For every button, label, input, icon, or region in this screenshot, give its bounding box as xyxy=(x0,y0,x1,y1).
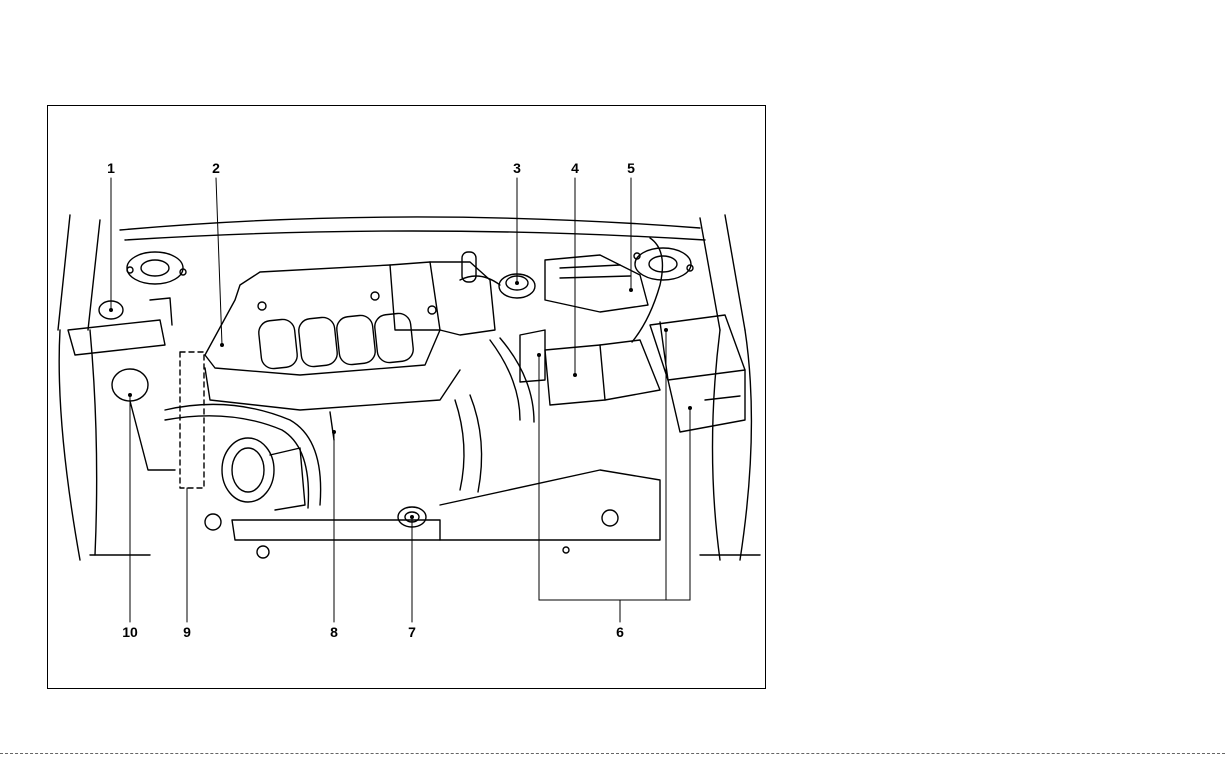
callout-4: 4 xyxy=(571,160,579,176)
callout-8: 8 xyxy=(330,624,338,640)
hoses xyxy=(165,338,534,508)
alternator xyxy=(222,438,305,510)
callout-6: 6 xyxy=(616,624,624,640)
radiator-support xyxy=(205,470,660,558)
callout-7: 7 xyxy=(408,624,416,640)
hood-outline xyxy=(58,215,760,560)
callout-1: 1 xyxy=(107,160,115,176)
battery xyxy=(650,315,745,432)
callout-3: 3 xyxy=(513,160,521,176)
coolant-reservoir xyxy=(68,298,172,355)
left-strut-tower xyxy=(127,252,186,284)
engine-cover xyxy=(205,262,460,410)
callout-9: 9 xyxy=(183,624,191,640)
page-bottom-rule xyxy=(0,753,1225,754)
callout-5: 5 xyxy=(627,160,635,176)
air-intake xyxy=(430,252,648,335)
callout-2: 2 xyxy=(212,160,220,176)
right-strut-tower xyxy=(634,248,693,280)
drive-belt-area xyxy=(180,352,204,488)
fuse-box xyxy=(520,330,660,405)
callout-10: 10 xyxy=(122,624,138,640)
oil-dipstick xyxy=(330,412,334,440)
